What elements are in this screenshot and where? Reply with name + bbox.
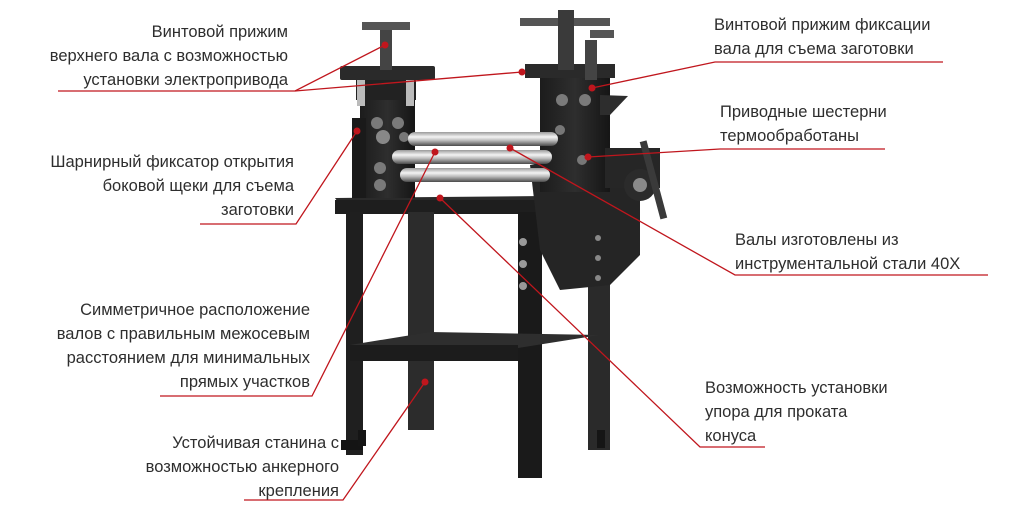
dot-cone (436, 194, 444, 202)
dot-fixing-screw (588, 84, 596, 92)
dot-symmetric (431, 148, 439, 156)
callout-line-frame (244, 381, 426, 501)
callout-rolls-steel: Валы изготовлены из инструментальной ста… (735, 228, 960, 276)
callout-text: Симметричное расположение (80, 301, 310, 319)
right-housing (520, 10, 668, 220)
callout-text: расстоянием для минимальных (66, 349, 310, 367)
callout-text: боковой щеки для съема (102, 177, 294, 195)
callout-hinge: Шарнирный фиксатор открытия боковой щеки… (50, 150, 294, 222)
dot-hinge (353, 127, 361, 135)
callout-text: валов с правильным межосевым (56, 325, 310, 343)
callout-text: термообработаны (720, 127, 860, 145)
callout-text: крепления (258, 482, 339, 500)
callout-cone-stop: Возможность установки упора для проката … (705, 376, 888, 448)
callout-text: конуса (705, 427, 757, 445)
callout-line-symmetric (160, 151, 436, 397)
dot-frame (421, 378, 429, 386)
callout-symmetric: Симметричное расположение валов с правил… (57, 298, 310, 394)
callout-text: Устойчивая станина с (172, 434, 339, 452)
dot-upper-screw-2 (518, 68, 526, 76)
callout-lines (58, 44, 988, 501)
callout-text: прямых участков (179, 373, 310, 391)
rolls (392, 132, 558, 182)
callout-text: Шарнирный фиксатор открытия (50, 153, 294, 171)
left-housing (340, 22, 435, 198)
callout-line-gears (587, 148, 885, 158)
callout-text: Возможность установки (705, 379, 888, 397)
callout-text: верхнего вала с возможностью (49, 47, 288, 65)
callout-text: вала для съема заготовки (714, 40, 914, 58)
callout-line-cone (439, 197, 765, 448)
callout-fixing-screw: Винтовой прижим фиксации вала для съема … (714, 13, 930, 61)
callout-text: упора для проката (705, 403, 848, 421)
callout-frame: Устойчивая станина с возможностью анкерн… (146, 431, 339, 503)
callout-text: Винтовой прижим (151, 23, 288, 41)
callout-line-hinge (200, 130, 358, 225)
stand (335, 150, 640, 478)
dot-rolls (506, 144, 514, 152)
callout-dots (353, 41, 596, 386)
dot-gears (584, 153, 592, 161)
callout-text: заготовки (221, 201, 294, 219)
callout-gears: Приводные шестерни термообработаны (720, 100, 887, 148)
callout-line-fixing-screw (591, 61, 943, 89)
callout-text: Приводные шестерни (720, 103, 887, 121)
callout-line-rolls (509, 147, 988, 276)
callout-upper-screw: Винтовой прижим верхнего вала с возможно… (50, 20, 288, 92)
callout-text: установки электропривода (83, 71, 288, 89)
callout-text: Валы изготовлены из (735, 231, 899, 249)
callout-text: инструментальной стали 40Х (735, 255, 961, 273)
callout-text: Винтовой прижим фиксации (714, 16, 931, 34)
dot-upper-screw (381, 41, 389, 49)
callout-text: возможностью анкерного (145, 458, 339, 476)
